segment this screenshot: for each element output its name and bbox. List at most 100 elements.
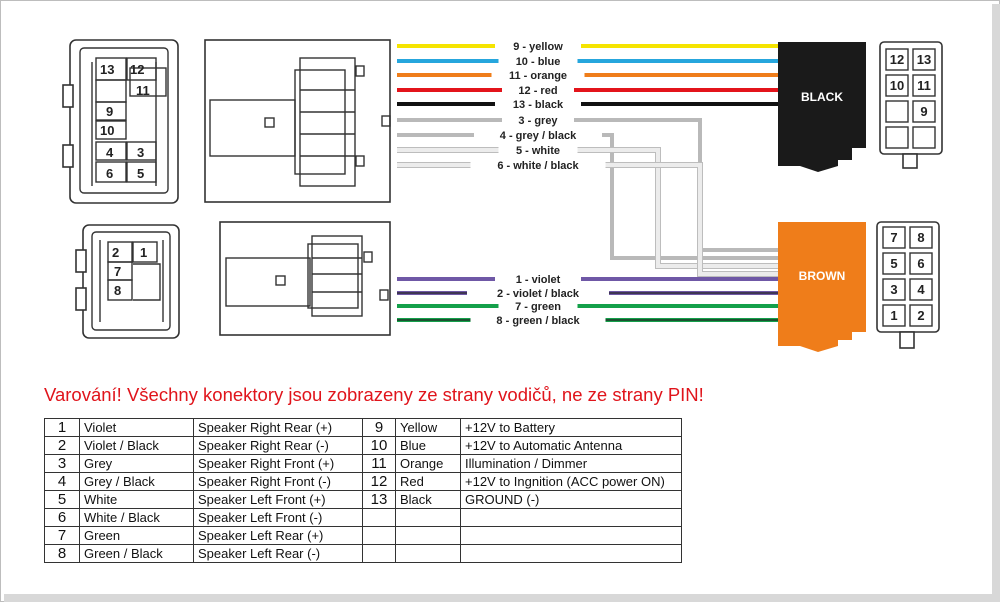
middle-bottom-connector [219, 221, 391, 336]
pin-function: Speaker Right Front (-) [193, 472, 363, 491]
left-bottom-pin: 1 [140, 245, 147, 260]
pin-function: Speaker Left Rear (-) [193, 544, 363, 563]
pin-number: 12 [890, 52, 904, 67]
left-top-connector: 13 12 11 9 10 4 3 6 5 [62, 39, 179, 204]
wire-label: 9 - yellow [495, 39, 581, 53]
left-top-pin: 6 [106, 166, 113, 181]
wire-color: Grey [79, 454, 194, 473]
pin-cell [909, 278, 933, 301]
pin-cell [882, 226, 906, 249]
wire-label: 3 - grey [502, 113, 574, 127]
pin-cell [909, 304, 933, 327]
wire-label-text: 13 - black [513, 99, 564, 111]
pin-function: +12V to Ingnition (ACC power ON) [460, 472, 682, 491]
pin-number: 2 [44, 436, 80, 455]
black-connector: BLACK [778, 42, 866, 172]
pin-function [460, 508, 682, 527]
frame-shadow-right [992, 4, 1000, 602]
wire-label-text: 10 - blue [516, 56, 561, 68]
wire-label-text: 6 - white / black [497, 160, 579, 172]
left-bottom-pin: 2 [112, 245, 119, 260]
pin-cell [912, 100, 936, 123]
pin-number [362, 508, 396, 527]
pin-number [362, 544, 396, 563]
pin-cell [882, 252, 906, 275]
left-bottom-connector: 2 1 7 8 [75, 224, 180, 339]
wire-label-text: 12 - red [518, 85, 557, 97]
wire-color: Red [395, 472, 461, 491]
wire-label: 1 - violet [495, 272, 581, 286]
brown-connector-label: BROWN [799, 269, 846, 283]
left-top-pin: 5 [137, 166, 144, 181]
pin-number: 6 [917, 256, 924, 271]
pin-function [460, 526, 682, 545]
wire-label-text: 11 - orange [509, 70, 567, 82]
wire-color [395, 544, 461, 563]
pin-number: 7 [890, 230, 897, 245]
left-top-pin: 11 [136, 83, 150, 98]
left-top-pin: 3 [137, 145, 144, 160]
pin-number: 7 [44, 526, 80, 545]
wire-label: 5 - white [498, 143, 578, 157]
pin-number: 8 [917, 230, 924, 245]
pin-number: 11 [917, 78, 931, 93]
wiring-diagram: .ol { fill:#fff; stroke:#333; stroke-wid… [62, 39, 943, 352]
wire-label: 8 - green / black [470, 313, 606, 327]
wire-color: Orange [395, 454, 461, 473]
wire-color: Green [79, 526, 194, 545]
pin-number: 8 [44, 544, 80, 563]
black-connector-body [778, 42, 866, 172]
wire-color: Violet [79, 418, 194, 437]
pin-number: 10 [362, 436, 396, 455]
wire-color [395, 508, 461, 527]
middle-top-connector [204, 39, 391, 203]
pin-number: 4 [917, 282, 925, 297]
pin-cell [912, 126, 936, 149]
wire-color: Black [395, 490, 461, 509]
wire-label-text: 8 - green / black [496, 315, 580, 327]
pin-cell [885, 126, 909, 149]
wire-label-text: 2 - violet / black [497, 288, 580, 300]
pin-function: Speaker Right Front (+) [193, 454, 363, 473]
pin-number: 13 [362, 490, 396, 509]
pin-cell [912, 74, 936, 97]
wire-label-text: 7 - green [515, 301, 561, 313]
pin-number: 3 [44, 454, 80, 473]
left-top-pin: 12 [130, 62, 144, 77]
wire-label-text: 9 - yellow [513, 41, 563, 53]
wire-label: 4 - grey / black [474, 128, 602, 142]
pin-number: 9 [920, 104, 927, 119]
pin-number [362, 526, 396, 545]
wire-color: Grey / Black [79, 472, 194, 491]
pin-cell [882, 278, 906, 301]
wire-label: 7 - green [498, 299, 578, 313]
wire-bundle: 9 - yellow 10 - blue 11 - orange 12 - red 13… [397, 39, 778, 327]
wire-label: 2 - violet / black [467, 286, 609, 300]
wire-color: Violet / Black [79, 436, 194, 455]
pin-number: 3 [890, 282, 897, 297]
pin-function: Speaker Right Rear (+) [193, 418, 363, 437]
pin-function: GROUND (-) [460, 490, 682, 509]
wire-label-text: 5 - white [516, 145, 560, 157]
pin-function: Speaker Left Rear (+) [193, 526, 363, 545]
wire-color: Green / Black [79, 544, 194, 563]
black-connector-label: BLACK [801, 90, 843, 104]
pin-cell [882, 304, 906, 327]
wire-line [397, 133, 778, 260]
left-top-pin: 10 [100, 123, 114, 138]
pin-cell [909, 226, 933, 249]
pin-number: 5 [44, 490, 80, 509]
brown-connector-body [778, 222, 866, 352]
frame-shadow-bottom [4, 594, 1000, 602]
pin-cell [912, 48, 936, 71]
wire-label-text: 3 - grey [518, 115, 558, 127]
wire [397, 133, 778, 260]
wire-label: 13 - black [495, 97, 581, 111]
wire-color [395, 526, 461, 545]
wire-color: White / Black [79, 508, 194, 527]
